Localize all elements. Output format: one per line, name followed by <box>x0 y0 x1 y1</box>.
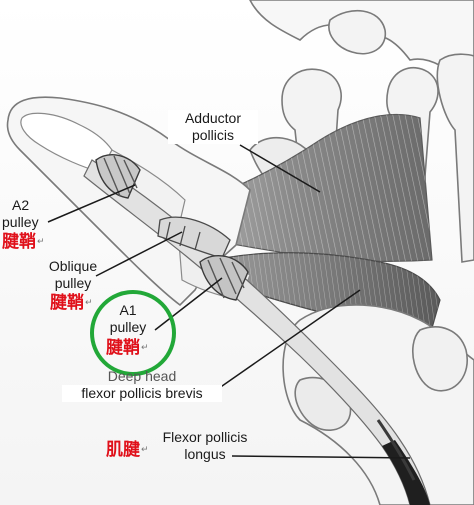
label-adductor-line1: Adductor <box>168 110 258 127</box>
a1-pulley-structure <box>199 254 249 301</box>
label-a2-line2: pulley <box>2 214 39 230</box>
label-a2-chinese-text: 腱鞘 <box>2 232 36 252</box>
lower-bones <box>282 304 474 505</box>
label-deep-head-line1: Deep head <box>107 368 177 384</box>
label-a1-chinese: 腱鞘↵ <box>106 339 149 358</box>
carpal-bone-lower <box>412 326 468 392</box>
label-oblique-pulley: Oblique pulley <box>40 258 106 292</box>
leader-adductor <box>239 144 321 193</box>
leader-oblique <box>95 231 183 277</box>
label-a1-pulley: A1 pulley <box>100 302 156 336</box>
label-oblique-line2: pulley <box>54 275 92 291</box>
label-fpl-chinese: 肌腱↵ <box>106 441 149 460</box>
label-adductor-line2: pollicis <box>168 127 258 144</box>
ring-metacarpal <box>436 53 474 263</box>
return-mark: ↵ <box>141 445 149 455</box>
a1-highlight-circle <box>90 290 176 376</box>
label-fpl-line1: Flexor pollicis <box>162 429 248 445</box>
label-adductor-pollicis: Adductor pollicis <box>168 110 258 144</box>
label-a2-chinese: 腱鞘↵ <box>2 233 45 252</box>
label-oblique-chinese-text: 腱鞘 <box>50 293 84 313</box>
carpal-bone-1 <box>328 9 386 55</box>
leader-lines <box>47 144 411 459</box>
return-mark: ↵ <box>85 298 93 308</box>
label-a2-line1: A2 <box>12 197 30 213</box>
leader-a1 <box>154 277 223 331</box>
label-a1-line1: A1 <box>119 302 137 318</box>
label-fpl-chinese-text: 肌腱 <box>106 440 140 460</box>
label-deep-head-fpb: Deep head flexor pollicis brevis <box>62 368 222 402</box>
return-mark: ↵ <box>141 343 149 353</box>
return-mark: ↵ <box>37 237 45 247</box>
label-oblique-chinese: 腱鞘↵ <box>50 294 93 313</box>
label-flexor-pollicis-longus: Flexor pollicis longus <box>150 429 260 463</box>
label-oblique-line1: Oblique <box>48 258 98 274</box>
leader-deep-head <box>211 289 361 394</box>
label-a1-line2: pulley <box>109 319 147 335</box>
label-deep-head-line2: flexor pollicis brevis <box>62 385 222 402</box>
label-fpl-line2: longus <box>184 446 226 462</box>
label-a2-pulley: A2 pulley <box>2 197 52 231</box>
leader-a2 <box>47 184 136 223</box>
label-a1-chinese-text: 腱鞘 <box>106 338 140 358</box>
leader-fpl <box>231 455 411 459</box>
